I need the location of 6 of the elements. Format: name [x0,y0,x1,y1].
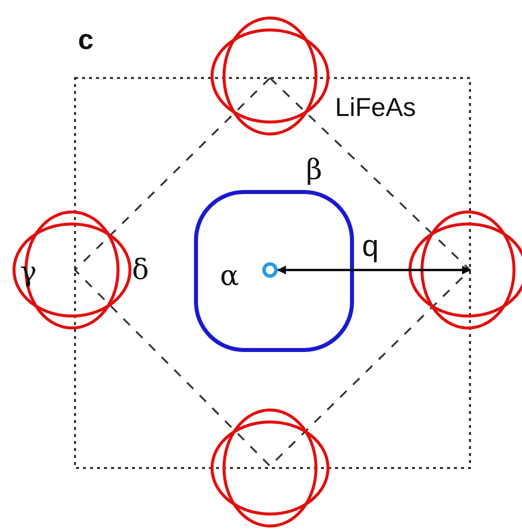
vector-label: q [362,232,379,262]
pocket-label: α [220,262,239,290]
panel-letter: c [78,26,94,54]
pocket-label: β [306,156,322,184]
pocket-label: δ [132,256,149,284]
compound-label: LiFeAs [335,94,416,120]
